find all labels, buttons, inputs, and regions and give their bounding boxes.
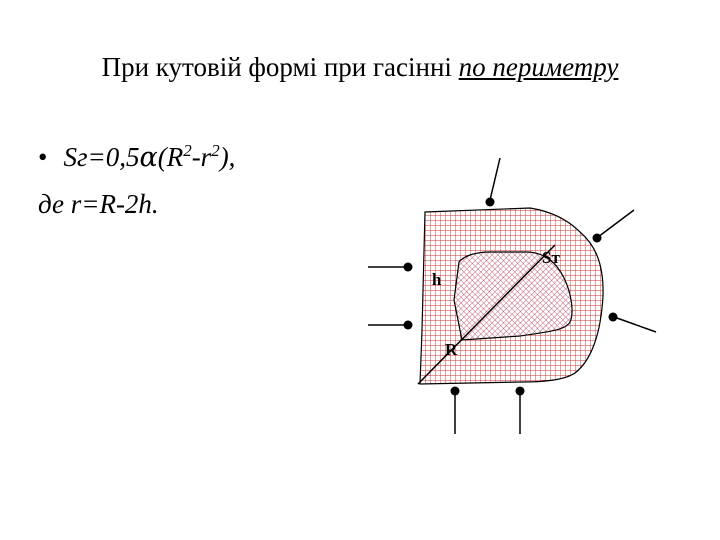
label-r: R [445,340,458,359]
formula-part-2: (R [157,142,184,172]
formula-line-2: де r=R-2h. [38,189,159,219]
title-text: При кутовій формі при гасінні [101,52,452,82]
bullet: • [38,142,48,172]
nozzle-arrows [368,157,657,434]
formula-alpha: α [139,142,158,173]
label-st: Sт [542,248,560,267]
formula-line-1: •Sг=0,5α(R2-r2), [38,134,235,181]
radius-line [417,244,556,385]
slide-title: При кутовій формі при гасінні по перимет… [0,52,720,83]
nozzle-dots [403,197,618,396]
formula-block: •Sг=0,5α(R2-r2), де r=R-2h. [38,134,235,227]
formula-part-1: Sг=0,5 [63,142,140,172]
title-underlined-text: по периметру [458,52,619,82]
formula-part-4: ), [219,142,236,172]
formula-sup-2: 2 [211,141,220,160]
formula-part-3: -r [191,142,212,172]
label-h: h [432,270,442,289]
formula-sup-1: 2 [183,141,192,160]
